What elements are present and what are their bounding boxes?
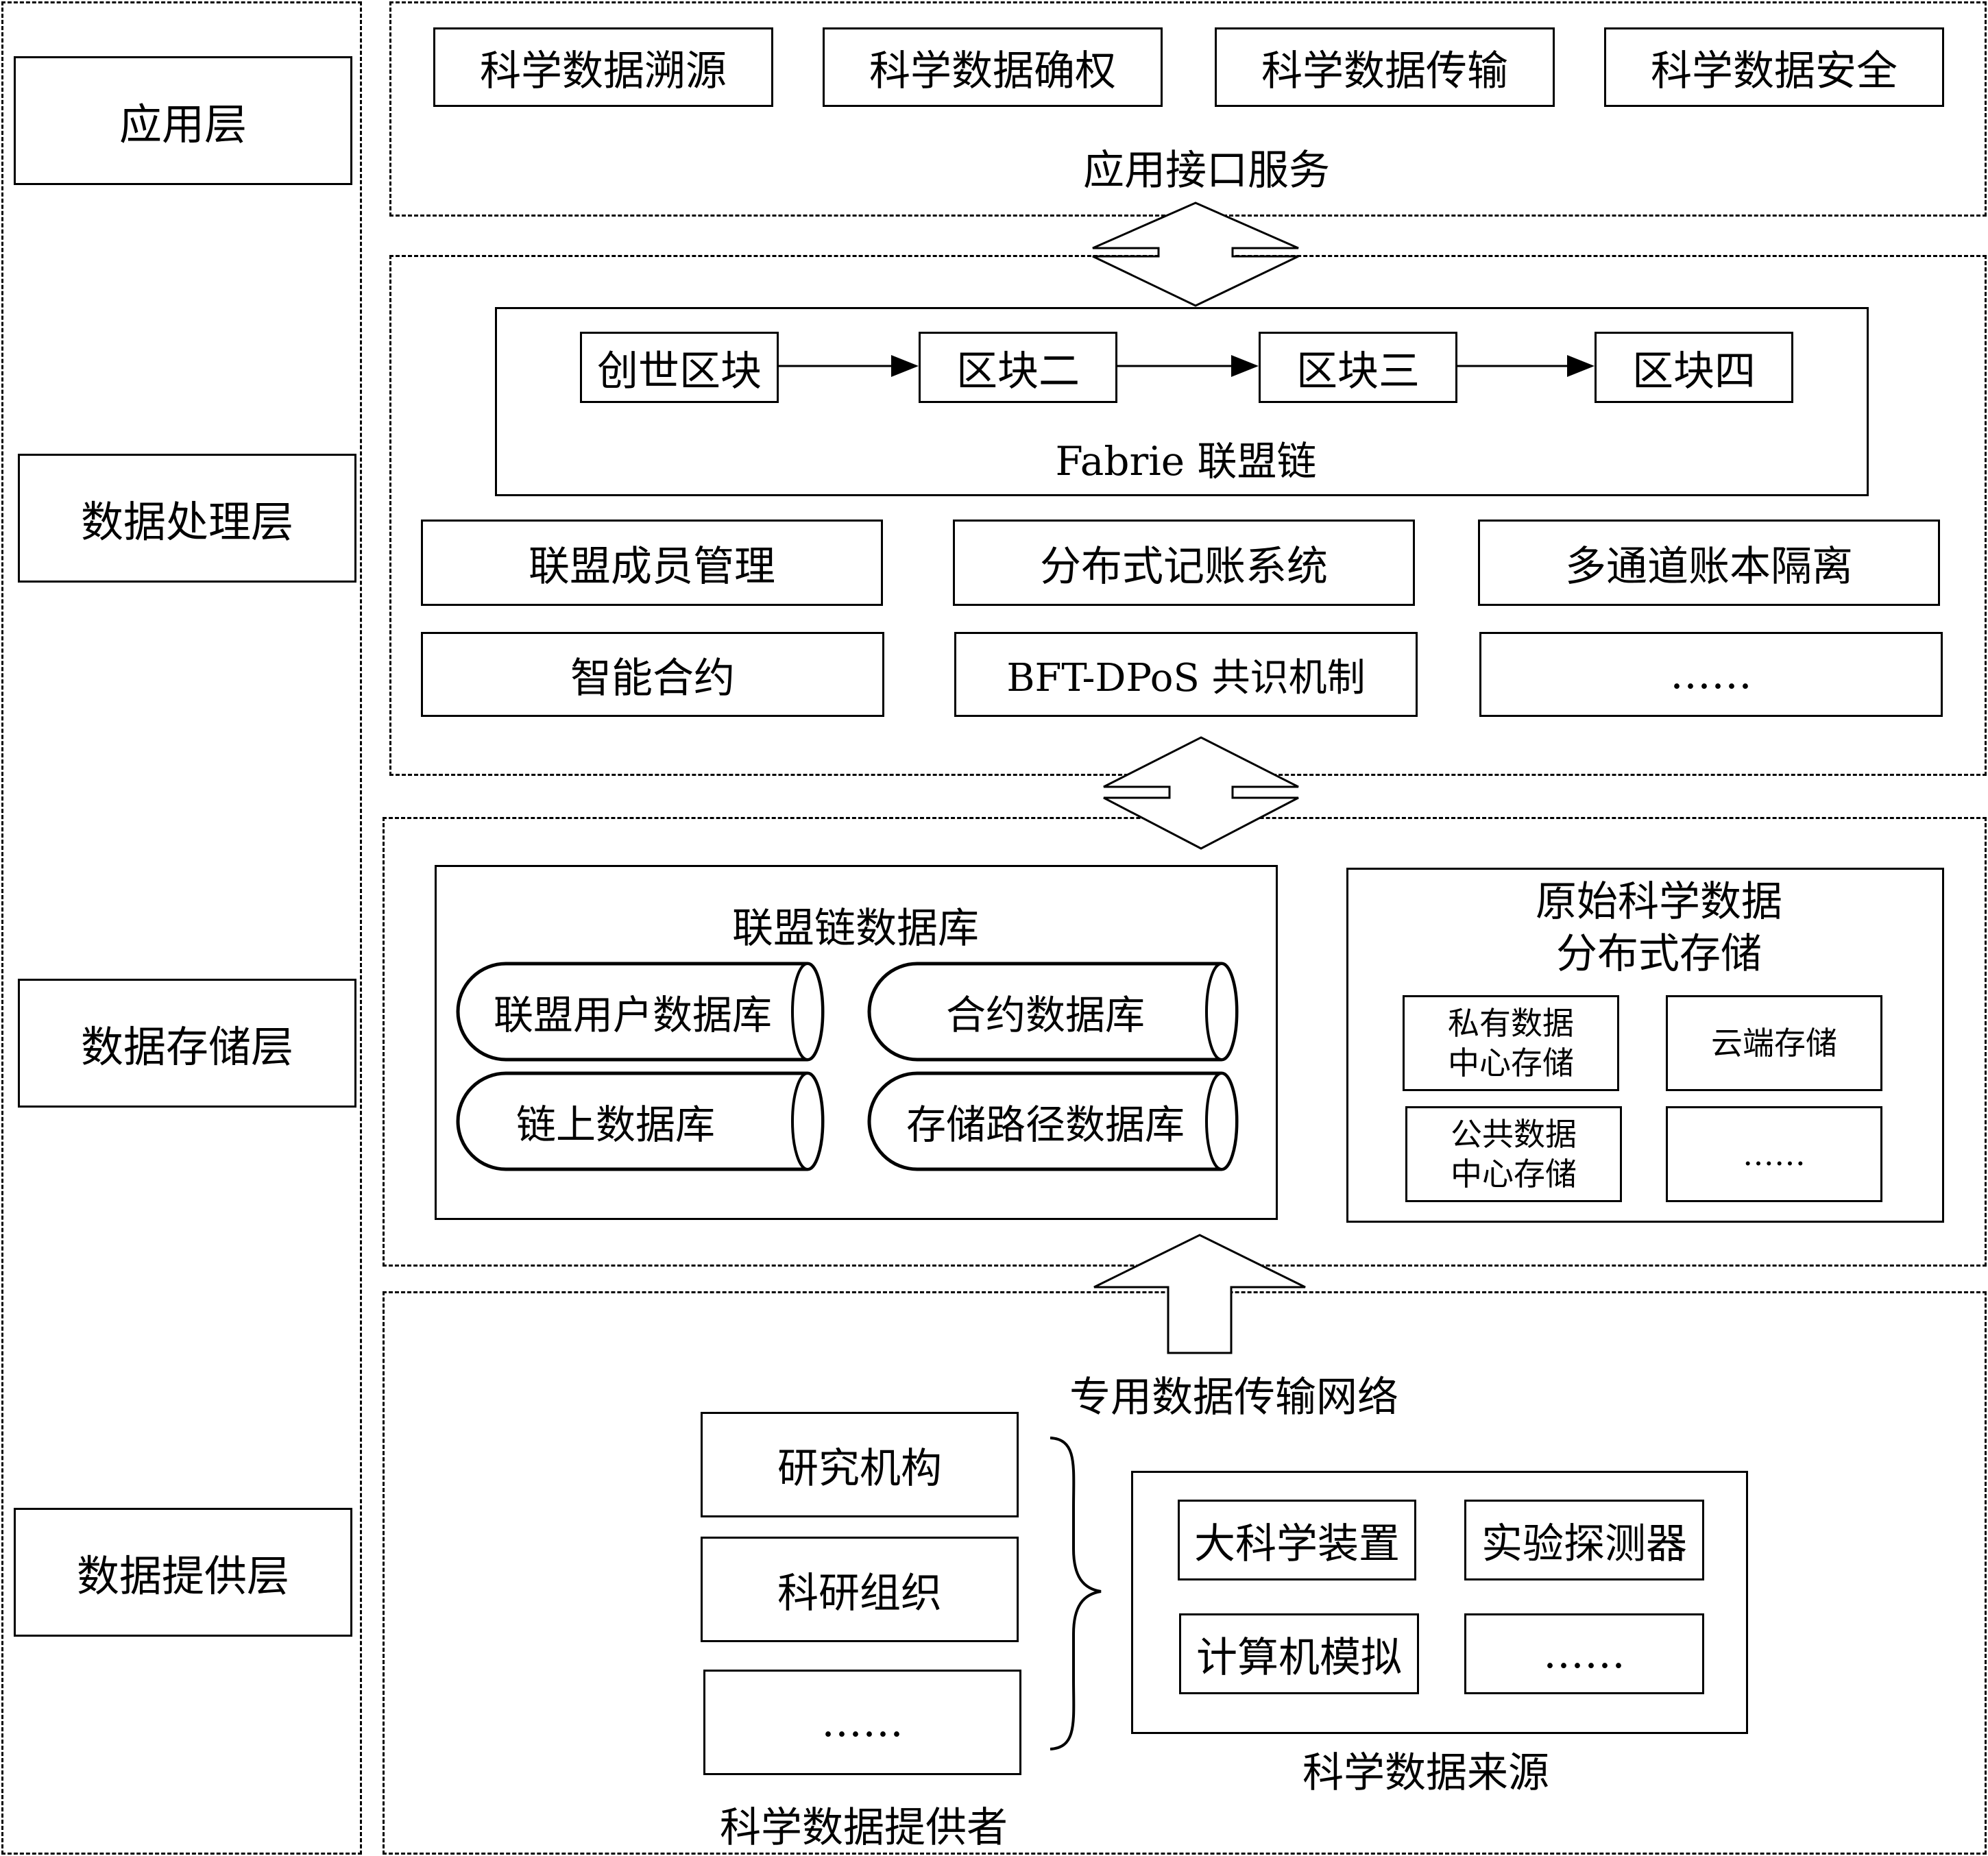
- block-three: 区块三: [1259, 332, 1457, 403]
- raw-storage-title-line2: 分布式存储: [1556, 930, 1762, 978]
- layer-label-processing: 数据处理层: [18, 454, 356, 583]
- block-genesis: 创世区块: [580, 332, 779, 403]
- module-more: ……: [1479, 632, 1943, 717]
- public-datacenter-storage: 公共数据 中心存储: [1405, 1106, 1622, 1202]
- cylinder-storage-path-db-icon: [867, 1071, 1239, 1171]
- module-smart-contract: 智能合约: [421, 632, 884, 717]
- chain-arrow-1: [779, 355, 919, 377]
- db-storage-path: 存储路径数据库: [906, 1101, 1185, 1148]
- chain-arrow-2: [1117, 355, 1259, 377]
- public-datacenter-line1: 公共数据: [1451, 1116, 1577, 1153]
- private-datacenter-line1: 私有数据: [1448, 1005, 1574, 1042]
- cylinder-onchain-db-icon: [456, 1071, 825, 1171]
- curly-brace-icon: [1050, 1437, 1102, 1750]
- raw-storage-title-line1: 原始科学数据: [1536, 878, 1782, 926]
- providers-caption: 科学数据提供者: [720, 1804, 1008, 1852]
- storage-more: ……: [1666, 1106, 1882, 1202]
- chain-caption: Fabrie 联盟链: [1055, 438, 1317, 485]
- double-arrow-app-processing-icon: [1092, 202, 1299, 307]
- app-item-security: 科学数据安全: [1604, 27, 1944, 107]
- cylinder-alliance-user-db-icon: [456, 962, 825, 1062]
- source-detector: 实验探测器: [1464, 1500, 1704, 1580]
- layer-column-frame: [1, 1, 362, 1855]
- provider-more: ……: [703, 1670, 1021, 1775]
- source-more: ……: [1464, 1613, 1704, 1694]
- consortium-db-title: 联盟链数据库: [732, 905, 979, 953]
- module-consensus: BFT-DPoS 共识机制: [954, 632, 1418, 717]
- db-contract: 合约数据库: [945, 992, 1145, 1038]
- app-item-traceability: 科学数据溯源: [433, 27, 773, 107]
- app-item-transfer: 科学数据传输: [1215, 27, 1555, 107]
- double-arrow-processing-storage-icon: [1103, 736, 1299, 850]
- layer-label-storage: 数据存储层: [18, 979, 356, 1108]
- provider-research-organization: 科研组织: [701, 1537, 1019, 1642]
- provider-research-institute: 研究机构: [701, 1412, 1019, 1517]
- module-distributed-ledger: 分布式记账系统: [953, 520, 1415, 606]
- private-datacenter-storage: 私有数据 中心存储: [1403, 995, 1619, 1091]
- cloud-storage: 云端存储: [1666, 995, 1882, 1091]
- app-item-rights: 科学数据确权: [823, 27, 1163, 107]
- db-onchain: 链上数据库: [516, 1101, 715, 1148]
- chain-arrow-3: [1457, 355, 1595, 377]
- block-four: 区块四: [1595, 332, 1793, 403]
- raw-storage-title: 原始科学数据 分布式存储: [1405, 876, 1913, 980]
- public-datacenter-line2: 中心存储: [1451, 1156, 1577, 1193]
- app-interface-caption: 应用接口服务: [1083, 147, 1330, 195]
- layer-label-application: 应用层: [14, 56, 352, 185]
- cylinder-contract-db-icon: [867, 962, 1239, 1062]
- layer-label-provider: 数据提供层: [14, 1508, 352, 1637]
- module-multichannel-isolation: 多通道账本隔离: [1478, 520, 1940, 606]
- source-large-facility: 大科学装置: [1178, 1500, 1416, 1580]
- network-caption: 专用数据传输网络: [1069, 1373, 1398, 1421]
- block-two: 区块二: [919, 332, 1117, 403]
- db-alliance-user: 联盟用户数据库: [493, 992, 772, 1038]
- module-member-management: 联盟成员管理: [421, 520, 883, 606]
- private-datacenter-line2: 中心存储: [1448, 1045, 1574, 1082]
- sources-caption: 科学数据来源: [1302, 1749, 1549, 1797]
- up-arrow-network-icon: [1093, 1234, 1306, 1354]
- source-simulation: 计算机模拟: [1179, 1613, 1419, 1694]
